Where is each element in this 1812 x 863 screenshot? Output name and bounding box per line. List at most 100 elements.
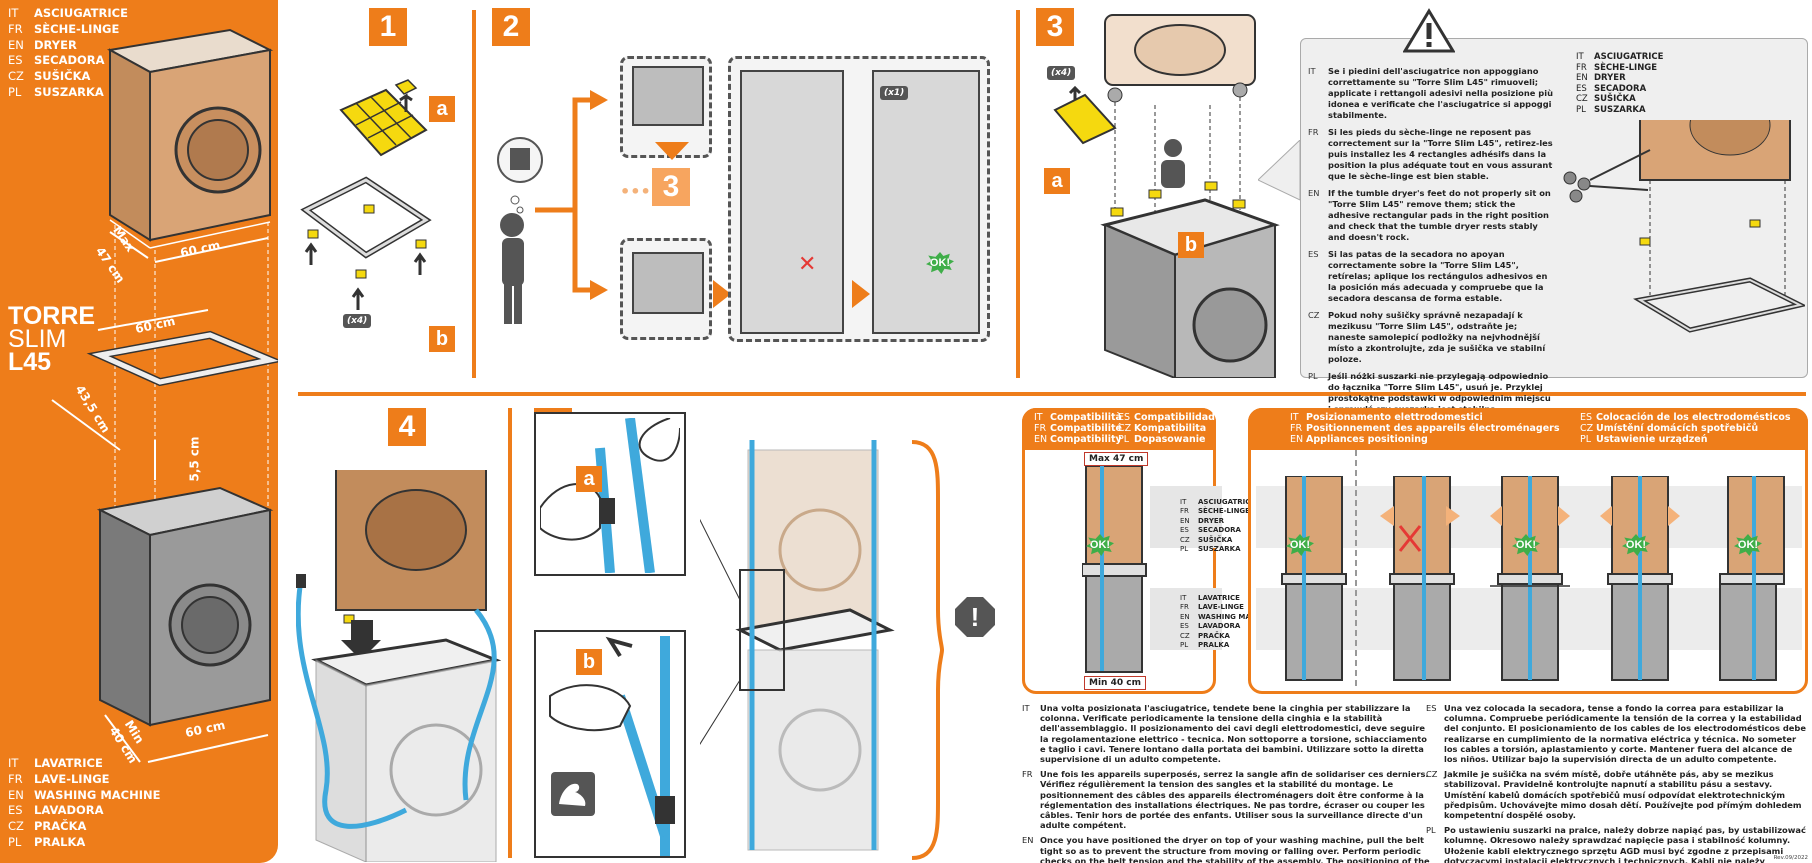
positioning-case-4: [1600, 476, 1680, 681]
revision-label: Rev.09/2022: [1773, 855, 1808, 861]
step-2-number: 2: [492, 8, 530, 46]
min-depth-label: Min 40 cm: [1084, 676, 1146, 690]
step-1-letter-b: b: [429, 326, 455, 352]
wrong-mark: ✕: [798, 252, 817, 277]
step-2-top-panel: [632, 66, 704, 126]
position-ok-1: OK!: [1286, 534, 1314, 556]
compatibility-header-bg: [1022, 408, 1216, 450]
stack-dimension-illustration: [51, 28, 278, 763]
step-2-decision-illustration: [497, 90, 608, 324]
step-3-illustration: [1053, 14, 1280, 378]
step-2-ref-3: 3: [652, 168, 690, 206]
step-2-ellipsis: •••: [620, 182, 651, 201]
positioning-case-1: [1281, 476, 1347, 681]
step-1-quantity-tag: (x4): [343, 314, 372, 328]
compat-washer-band: [1150, 588, 1222, 650]
warning-triangle-icon: [1403, 8, 1455, 53]
strength-icon: [551, 772, 595, 816]
step-3-number: 3: [1036, 8, 1074, 46]
step-3-quantity-tag: (x4): [1047, 66, 1076, 80]
step-2-ok-badge: OK!: [926, 252, 954, 274]
step-5-assembly: [700, 440, 895, 851]
bracket: [911, 440, 944, 860]
step-2-detail-left: [740, 70, 844, 334]
positioning-case-5: [1719, 476, 1785, 681]
divider-2-3: [1016, 10, 1020, 378]
positioning-case-3: [1490, 476, 1570, 681]
position-ok-4: OK!: [1622, 534, 1650, 556]
compat-ok-badge: OK!: [1086, 534, 1114, 556]
positioning-header-bg: [1248, 408, 1808, 450]
step-5-belt-b: [549, 636, 675, 856]
divider-1-2: [472, 10, 476, 378]
compat-dryer-band: [1150, 486, 1222, 548]
step-5-letter-b: b: [576, 649, 602, 675]
right-arrow-2: [852, 280, 870, 308]
divider-top-bottom: [298, 392, 1806, 396]
step-2-detail-right: [872, 70, 980, 334]
step-4-number: 4: [388, 408, 426, 446]
position-ok-5: OK!: [1734, 534, 1762, 556]
warning-feet-illustration: [1563, 120, 1805, 333]
product-name: TORRE SLIM L45: [8, 302, 96, 376]
step-3-letter-b: b: [1178, 232, 1204, 258]
divider-4-5: [508, 408, 512, 858]
right-arrow: [713, 280, 731, 308]
step-1-number: 1: [369, 8, 407, 46]
positioning-case-2: [1380, 476, 1460, 681]
positioning-divider: [1355, 450, 1357, 686]
speech-pointer: [1258, 140, 1301, 201]
step-2-quantity-tag: (x1): [880, 86, 909, 100]
max-depth-label: Max 47 cm: [1084, 452, 1149, 466]
dim-5-5-label: 5,5 cm: [187, 436, 202, 482]
exclamation-icon: !: [955, 597, 995, 637]
position-ok-3: OK!: [1512, 534, 1540, 556]
step-1-letter-a: a: [429, 96, 455, 122]
step-2-bottom-panel: [632, 252, 704, 314]
